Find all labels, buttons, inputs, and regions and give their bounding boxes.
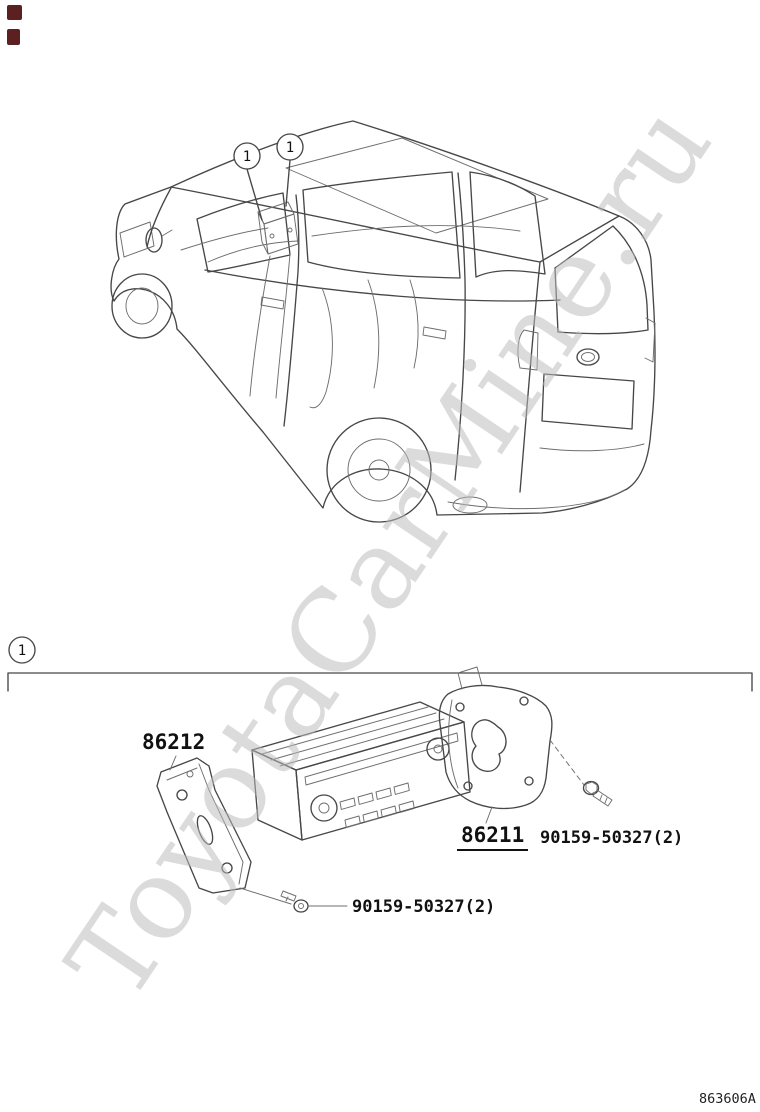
front-wheel-rim	[125, 287, 159, 325]
headlight	[119, 221, 155, 258]
vehicle-callout-number-b: 1	[286, 140, 294, 156]
dash-radio-front	[263, 213, 299, 255]
part-label-86212: 86212	[142, 730, 206, 754]
roof-near-edge	[170, 186, 541, 263]
radio-top-face	[251, 701, 465, 771]
part-label-screw-right: 90159-50327(2)	[540, 828, 684, 848]
vehicle-callout-circle-a	[233, 142, 261, 170]
screw-right-shaft	[592, 789, 613, 807]
toyota-emblem	[576, 348, 600, 366]
hatch-near-edge	[519, 261, 541, 493]
detail-section: 1	[7, 636, 753, 913]
callout-leader-1	[246, 168, 263, 221]
rear-glass	[554, 225, 649, 335]
vehicle-callout-number-a: 1	[243, 149, 251, 165]
screw-90159-right-drawing	[582, 780, 613, 807]
beltline	[204, 269, 561, 302]
roof-panel	[285, 137, 549, 234]
radio-knob-left	[310, 794, 338, 822]
sliding-door-seam	[454, 172, 466, 481]
screw-bottom-head	[293, 899, 309, 913]
label-leader-86212	[169, 755, 177, 771]
front-wheel	[111, 273, 173, 339]
side-mirror	[145, 227, 163, 253]
a-pillar	[146, 187, 172, 248]
cropped-logo-fragment	[7, 29, 20, 45]
section-callout-circle	[8, 636, 36, 664]
rear-wheel-hub	[368, 459, 390, 481]
bracket-86211-drawing	[438, 666, 585, 824]
bracket-86211-tab	[457, 666, 483, 690]
radio-receiver-drawing	[251, 701, 471, 841]
underbody-detail	[452, 496, 488, 514]
radio-cd-slot	[304, 732, 459, 786]
part-label-screw-bottom: 90159-50327(2)	[352, 897, 496, 917]
sliding-door-window	[302, 171, 461, 279]
taillight-left	[517, 329, 539, 371]
label-leader-86211	[485, 806, 493, 824]
callout-leader-2	[285, 159, 291, 207]
van-body-outline	[110, 120, 656, 516]
dash-radio-side	[257, 211, 269, 255]
hatch-crease	[539, 443, 645, 452]
vehicle-callout-circle-b	[276, 133, 304, 161]
screw-dashed-leader	[549, 739, 585, 786]
section-callout-number: 1	[18, 643, 26, 659]
figure-number: 863606A	[699, 1091, 756, 1107]
interior-sketch	[180, 201, 521, 409]
mirror-arm	[161, 229, 173, 237]
vehicle-drawing: 1 1	[110, 120, 656, 523]
screw-bottom-leader-left	[239, 887, 292, 905]
bracket-86211-cutout	[471, 719, 507, 772]
taillight-right	[644, 317, 656, 363]
radio-side-face	[251, 749, 303, 841]
license-plate-recess	[541, 373, 635, 430]
screw-right-head	[582, 780, 600, 796]
roof-rear-edge	[539, 215, 620, 263]
bracket-86212-drawing	[156, 755, 252, 894]
cropped-logo-fragment	[7, 5, 22, 20]
bumper-line	[447, 489, 626, 510]
rear-wheel-rim	[347, 438, 411, 502]
front-door-handle	[260, 296, 285, 310]
part-label-86211: 86211	[457, 823, 529, 851]
quarter-window	[469, 171, 546, 278]
sliding-door-handle	[422, 326, 447, 340]
front-door-seam	[283, 194, 300, 427]
screw-bottom-shaft	[280, 890, 297, 902]
screw-90159-bottom-drawing	[239, 887, 348, 913]
section-bracket-line	[7, 672, 753, 692]
radio-buttons	[339, 782, 415, 828]
rear-wheel	[326, 417, 432, 523]
toyota-emblem-inner	[581, 352, 595, 362]
